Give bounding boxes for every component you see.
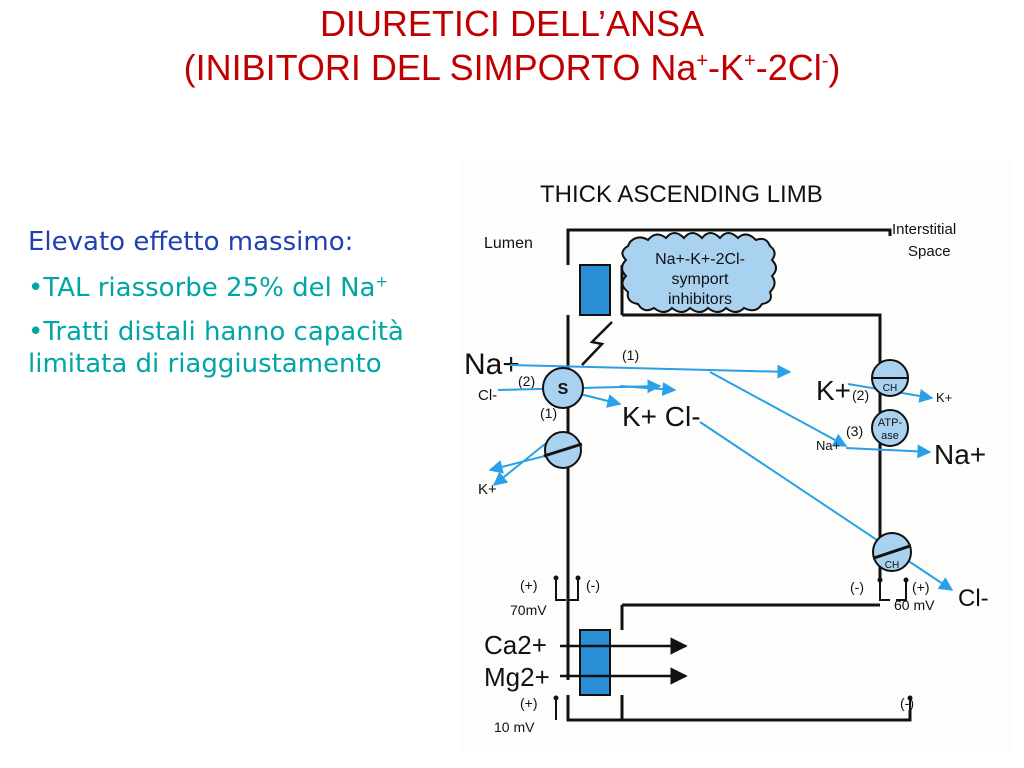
- probe-left-minus: [568, 580, 579, 601]
- probe-dot-4: [903, 577, 909, 583]
- left-text-block: Elevato effetto massimo: •TAL riassorbe …: [28, 226, 428, 392]
- plus-right-label: (+): [912, 579, 930, 595]
- num-1-left: (1): [540, 405, 557, 421]
- cl-lumen-label: Cl-: [478, 387, 497, 404]
- inhibitor-label-3: inhibitors: [668, 291, 732, 308]
- title-line-2: (INIBITORI DEL SIMPORTO Na+-K+-2Cl-): [0, 46, 1024, 90]
- k-lumen-label: K+: [478, 481, 497, 498]
- tal-diagram: THICK ASCENDING LIMB Lumen Interstitial …: [460, 160, 1012, 752]
- symporter-s: [542, 367, 584, 409]
- slide-title: DIURETICI DELL’ANSA (INIBITORI DEL SIMPO…: [0, 2, 1024, 90]
- mv-left-label: 70mV: [510, 602, 547, 618]
- cell-outline: [566, 228, 912, 722]
- lumen-label: Lumen: [484, 235, 533, 252]
- bullet-tal: •TAL riassorbe 25% del Na+: [28, 272, 428, 304]
- plus-bottom-label: (+): [520, 695, 538, 711]
- title-line-2-suffix: ): [828, 47, 841, 88]
- cl-cell-arrow: [619, 382, 677, 397]
- ch-top-label: CH: [883, 383, 897, 394]
- k-right-big-label: K+: [816, 375, 851, 406]
- inhibitor-label-2: symport: [672, 271, 729, 288]
- minus-right-label: (-): [850, 579, 864, 595]
- probe-left-plus: [555, 580, 566, 601]
- mv-right-label: 60 mV: [894, 597, 935, 613]
- na-right-big-label: Na+: [934, 439, 986, 470]
- interstitial-label-1: Interstitial: [892, 221, 956, 238]
- na-basolateral-arrow: [845, 444, 932, 459]
- ca-label: Ca2+: [484, 630, 547, 660]
- plus-left-label: (+): [520, 577, 538, 593]
- interstitial-label-2: Space: [908, 243, 951, 260]
- voltage-probes: [555, 580, 911, 720]
- cl-right-label: Cl-: [958, 585, 989, 612]
- k-right-small-label: K+: [936, 390, 952, 405]
- probe-dot-5: [553, 695, 559, 701]
- probe-right-minus: [879, 582, 890, 601]
- title-sup-na: +: [696, 50, 709, 72]
- probe-right-plus: [896, 582, 907, 601]
- num-3: (3): [846, 423, 863, 439]
- top-membrane: [566, 228, 892, 265]
- tal-diagram-svg: THICK ASCENDING LIMB Lumen Interstitial …: [464, 181, 989, 735]
- probe-dot-1: [553, 575, 559, 581]
- probe-dot-2: [575, 575, 581, 581]
- probe-dot-3: [877, 577, 883, 583]
- num-2-right: (2): [852, 387, 869, 403]
- k-cl-cell-label: K+ Cl-: [622, 401, 701, 432]
- num-2-left: (2): [518, 373, 535, 389]
- bullet-distal: •Tratti distali hanno capacità limitata …: [28, 317, 404, 379]
- cell-top-and-basolateral: [622, 313, 882, 550]
- diagram-title: THICK ASCENDING LIMB: [540, 181, 823, 208]
- title-line-2-prefix: (INIBITORI DEL SIMPORTO Na: [183, 47, 697, 88]
- inhibition-bolt-icon: [581, 321, 613, 366]
- mv-bottom-label: 10 mV: [494, 719, 535, 735]
- bottom-membrane: [566, 695, 912, 722]
- mg-label: Mg2+: [484, 662, 550, 692]
- k-channel-apical-bar: [543, 442, 583, 458]
- title-sup-k: +: [744, 50, 756, 72]
- effect-heading: Elevato effetto massimo:: [28, 227, 354, 257]
- na-influx-arrow: [509, 364, 792, 379]
- bullet-tal-sup: +: [375, 272, 389, 291]
- atpase-label-2: ase: [881, 430, 899, 442]
- title-line-2-cl: -2Cl: [755, 47, 822, 88]
- bullet-tal-text: •TAL riassorbe 25% del Na: [28, 273, 376, 303]
- na-small-right-label: Na+: [816, 438, 840, 453]
- cl-channel-baso-bar: [873, 544, 911, 560]
- minus-bottom-label: (-): [900, 695, 914, 711]
- ch-bottom-label: CH: [885, 560, 899, 571]
- title-line-2-k: -K: [708, 47, 745, 88]
- cl-efflux-arrow: [699, 421, 954, 591]
- tight-junction-top: [579, 264, 611, 316]
- minus-left-label: (-): [586, 577, 600, 593]
- tight-junction-bottom: [579, 629, 611, 696]
- inhibitor-cloud: [621, 232, 777, 313]
- na-to-pump-arrow: [709, 371, 848, 447]
- num-1-top: (1): [622, 347, 639, 363]
- probe-dot-6: [907, 695, 913, 701]
- symporter-label: S: [558, 381, 569, 398]
- na-k-atpase: [871, 409, 909, 447]
- atpase-label-1: ATP-: [878, 417, 903, 429]
- inhibitor-label-1: Na+-K+-2Cl-: [655, 251, 745, 268]
- title-sup-cl: -: [821, 50, 829, 72]
- title-line-1: DIURETICI DELL’ANSA: [319, 3, 705, 44]
